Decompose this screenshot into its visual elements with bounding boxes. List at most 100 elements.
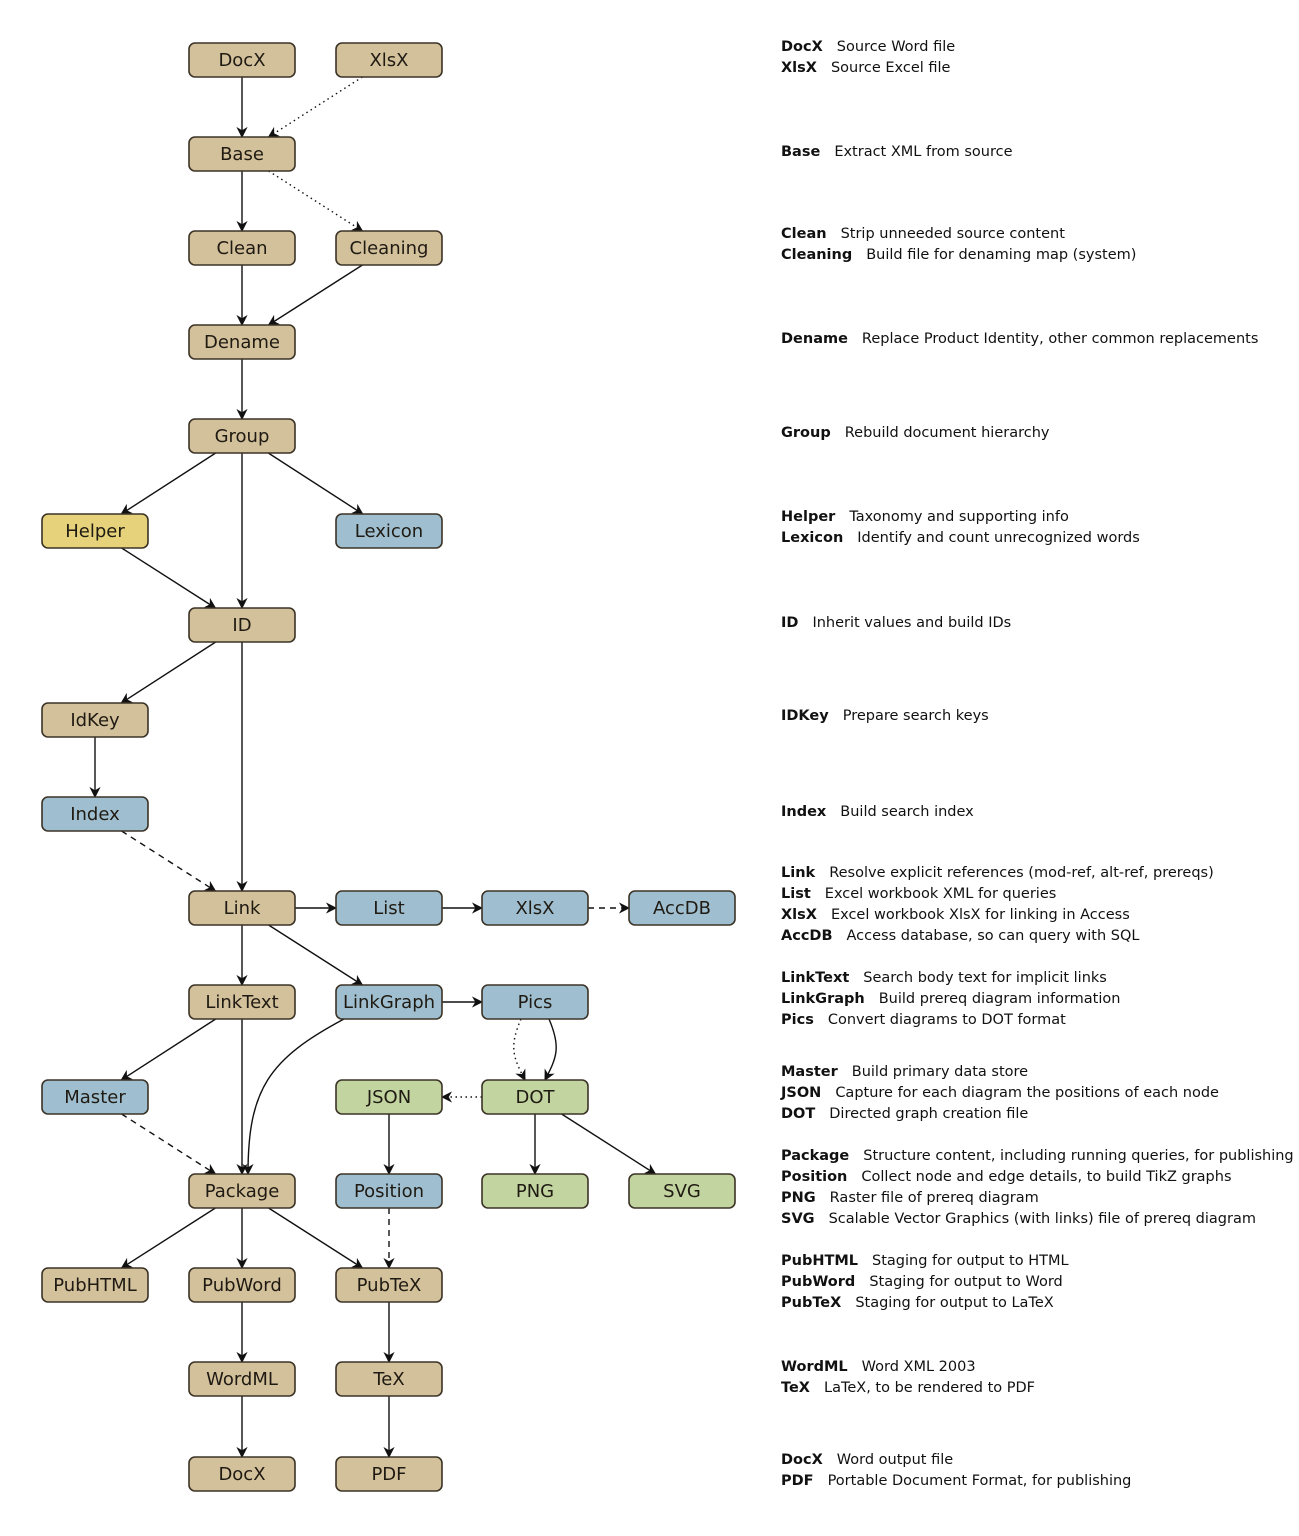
legend-description: Portable Document Format, for publishing <box>827 1473 1132 1489</box>
node-box-tex <box>335 1361 443 1397</box>
node-helper: Helper <box>41 513 149 549</box>
node-box-cleaning <box>335 230 443 266</box>
node-xlsx_in: XlsX <box>335 42 443 78</box>
edge-cleaning-to-dename-solid <box>267 264 363 326</box>
node-label-svg: SVG <box>663 1181 701 1202</box>
node-label-group: Group <box>215 426 270 447</box>
legend-term: XlsX <box>781 60 817 76</box>
node-accdb: AccDB <box>628 890 736 926</box>
node-label-png: PNG <box>516 1181 554 1202</box>
legend-item: XlsX Source Excel file <box>781 60 950 81</box>
node-label-pubtex: PubTeX <box>357 1275 422 1296</box>
node-box-dot <box>481 1079 589 1115</box>
legend-description: Access database, so can query with SQL <box>846 928 1140 944</box>
node-label-pics: Pics <box>518 992 553 1013</box>
node-box-json <box>335 1079 443 1115</box>
legend-term: Pics <box>781 1012 814 1028</box>
edge-group-to-lexicon-solid <box>267 452 364 515</box>
node-box-pubtex <box>335 1267 443 1303</box>
legend-description: Replace Product Identity, other common r… <box>861 331 1259 347</box>
node-label-package: Package <box>205 1181 280 1202</box>
legend-description: Resolve explicit references (mod-ref, al… <box>829 865 1214 881</box>
node-label-index: Index <box>70 804 120 825</box>
node-link: Link <box>188 890 296 926</box>
node-box-position <box>335 1173 443 1209</box>
node-linktext: LinkText <box>188 984 296 1020</box>
legend-term: LinkGraph <box>781 991 865 1007</box>
node-base: Base <box>188 136 296 172</box>
edge-helper-to-id-solid <box>121 547 217 609</box>
legend-description: Staging for output to HTML <box>872 1253 1069 1269</box>
legend-term: XlsX <box>781 907 817 923</box>
legend-item: Dename Replace Product Identity, other co… <box>781 331 1258 352</box>
node-box-group <box>188 418 296 454</box>
node-pubhtml: PubHTML <box>41 1267 149 1303</box>
node-cleaning: Cleaning <box>335 230 443 266</box>
node-box-master <box>41 1079 149 1115</box>
legend-term: AccDB <box>781 928 833 944</box>
legend-term: TeX <box>781 1380 810 1396</box>
legend-description: Extract XML from source <box>834 144 1013 160</box>
legend-description: Excel workbook XML for queries <box>824 886 1057 902</box>
legend-term: SVG <box>781 1211 815 1227</box>
node-label-tex: TeX <box>372 1369 404 1390</box>
node-label-base: Base <box>220 144 264 165</box>
node-label-pdf: PDF <box>371 1464 406 1485</box>
edge-dot-to-svg-solid <box>561 1113 657 1175</box>
node-label-dename: Dename <box>204 332 280 353</box>
legend-term: PubWord <box>781 1274 856 1290</box>
node-label-list: List <box>373 898 404 919</box>
node-label-docx_out: DocX <box>218 1464 265 1485</box>
node-position: Position <box>335 1173 443 1209</box>
legend-term: Link <box>781 865 816 881</box>
node-json: JSON <box>335 1079 443 1115</box>
node-package: Package <box>188 1173 296 1209</box>
legend-description: LaTeX, to be rendered to PDF <box>823 1380 1035 1396</box>
legend-term: Position <box>781 1169 848 1185</box>
legend-description: Build search index <box>840 804 974 820</box>
edge-linktext-to-master-solid <box>120 1018 217 1081</box>
legend-item: LinkGraph Build prereq diagram informatio… <box>781 991 1120 1012</box>
node-box-linktext <box>188 984 296 1020</box>
node-docx_in: DocX <box>188 42 296 78</box>
legend-term: Cleaning <box>781 247 853 263</box>
node-box-xlsx_out <box>481 890 589 926</box>
legend-term: DOT <box>781 1106 816 1122</box>
node-label-xlsx_out: XlsX <box>515 898 554 919</box>
edge-pics-to-dot-dotted <box>513 1018 526 1081</box>
node-box-docx_in <box>188 42 296 78</box>
legend-description: Excel workbook XlsX for linking in Acces… <box>830 907 1130 923</box>
legend-term: Dename <box>781 331 848 347</box>
node-box-png <box>481 1173 589 1209</box>
legend-description: Build prereq diagram information <box>878 991 1121 1007</box>
edges-layer <box>89 76 657 1459</box>
edge-link-to-linkgraph-solid <box>268 924 364 986</box>
node-pics: Pics <box>481 984 589 1020</box>
legend-description: Source Excel file <box>830 60 951 76</box>
node-wordml: WordML <box>188 1361 296 1397</box>
node-label-position: Position <box>354 1181 424 1202</box>
node-label-id: ID <box>232 615 251 636</box>
legend-description: Build primary data store <box>851 1064 1029 1080</box>
node-box-wordml <box>188 1361 296 1397</box>
legend-term: DocX <box>781 39 823 55</box>
legend-description: Collect node and edge details, to build … <box>861 1169 1232 1185</box>
legend-description: Search body text for implicit links <box>863 970 1107 986</box>
edge-master-to-package-dashed <box>121 1113 217 1175</box>
node-png: PNG <box>481 1173 589 1209</box>
node-box-linkgraph <box>335 984 443 1020</box>
